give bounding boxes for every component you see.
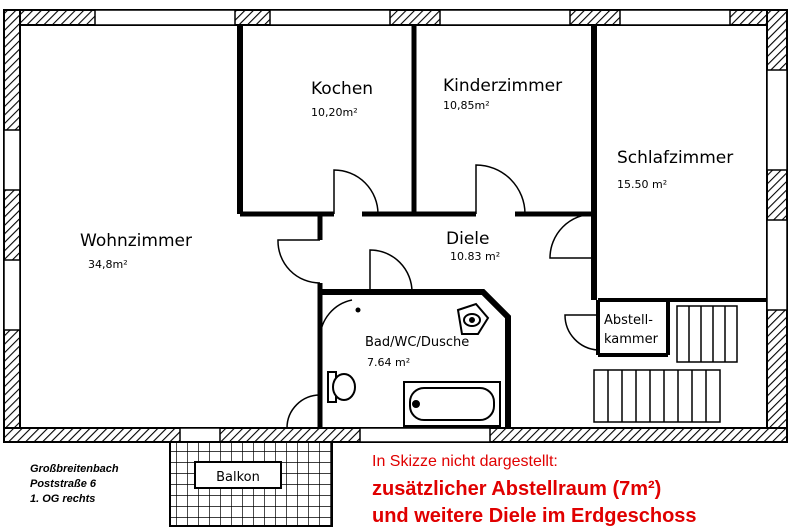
room-area-bad: 7.64 m² [367, 356, 410, 369]
sink-icon [456, 302, 490, 335]
room-area-diele: 10.83 m² [450, 250, 500, 263]
windows [3, 9, 788, 443]
red-note: In Skizze nicht dargestellt: zusätzliche… [372, 453, 697, 530]
address-line-3: 1. OG rechts [30, 493, 96, 505]
toilet-icon [327, 371, 356, 403]
address-block: Großbreitenbach Poststraße 6 1. OG recht… [30, 462, 119, 507]
room-area-schlafzimmer: 15.50 m² [617, 178, 667, 191]
note-line-3: und weitere Diele im Erdgeschoss [372, 505, 697, 527]
room-name-diele: Diele [446, 229, 489, 249]
room-name-wohnzimmer: Wohnzimmer [80, 231, 192, 251]
address-line-2: Poststraße 6 [30, 478, 97, 490]
balcony-label: Balkon [216, 470, 260, 485]
room-name-kochen: Kochen [311, 79, 373, 99]
room-name-abstell-2: kammer [604, 332, 659, 347]
stairs [593, 305, 738, 423]
bathtub-icon [403, 381, 501, 427]
room-name-abstell-1: Abstell- [604, 313, 653, 328]
room-name-schlafzimmer: Schlafzimmer [617, 148, 733, 168]
doors [277, 164, 599, 429]
note-line-2: zusätzlicher Abstellraum (7m²) [372, 478, 662, 500]
note-line-1: In Skizze nicht dargestellt: [372, 453, 558, 470]
address-line-1: Großbreitenbach [30, 463, 119, 475]
interior-walls [237, 25, 767, 428]
room-name-kinderzimmer: Kinderzimmer [443, 76, 562, 96]
shower-drain-icon [355, 307, 361, 313]
room-name-bad: Bad/WC/Dusche [365, 335, 469, 350]
room-area-wohnzimmer: 34,8m² [88, 258, 128, 271]
room-labels: Wohnzimmer 34,8m² Kochen 10,20m² Kinderz… [80, 76, 733, 369]
balcony: Balkon [169, 441, 333, 527]
room-area-kinderzimmer: 10,85m² [443, 99, 490, 112]
room-area-kochen: 10,20m² [311, 106, 358, 119]
